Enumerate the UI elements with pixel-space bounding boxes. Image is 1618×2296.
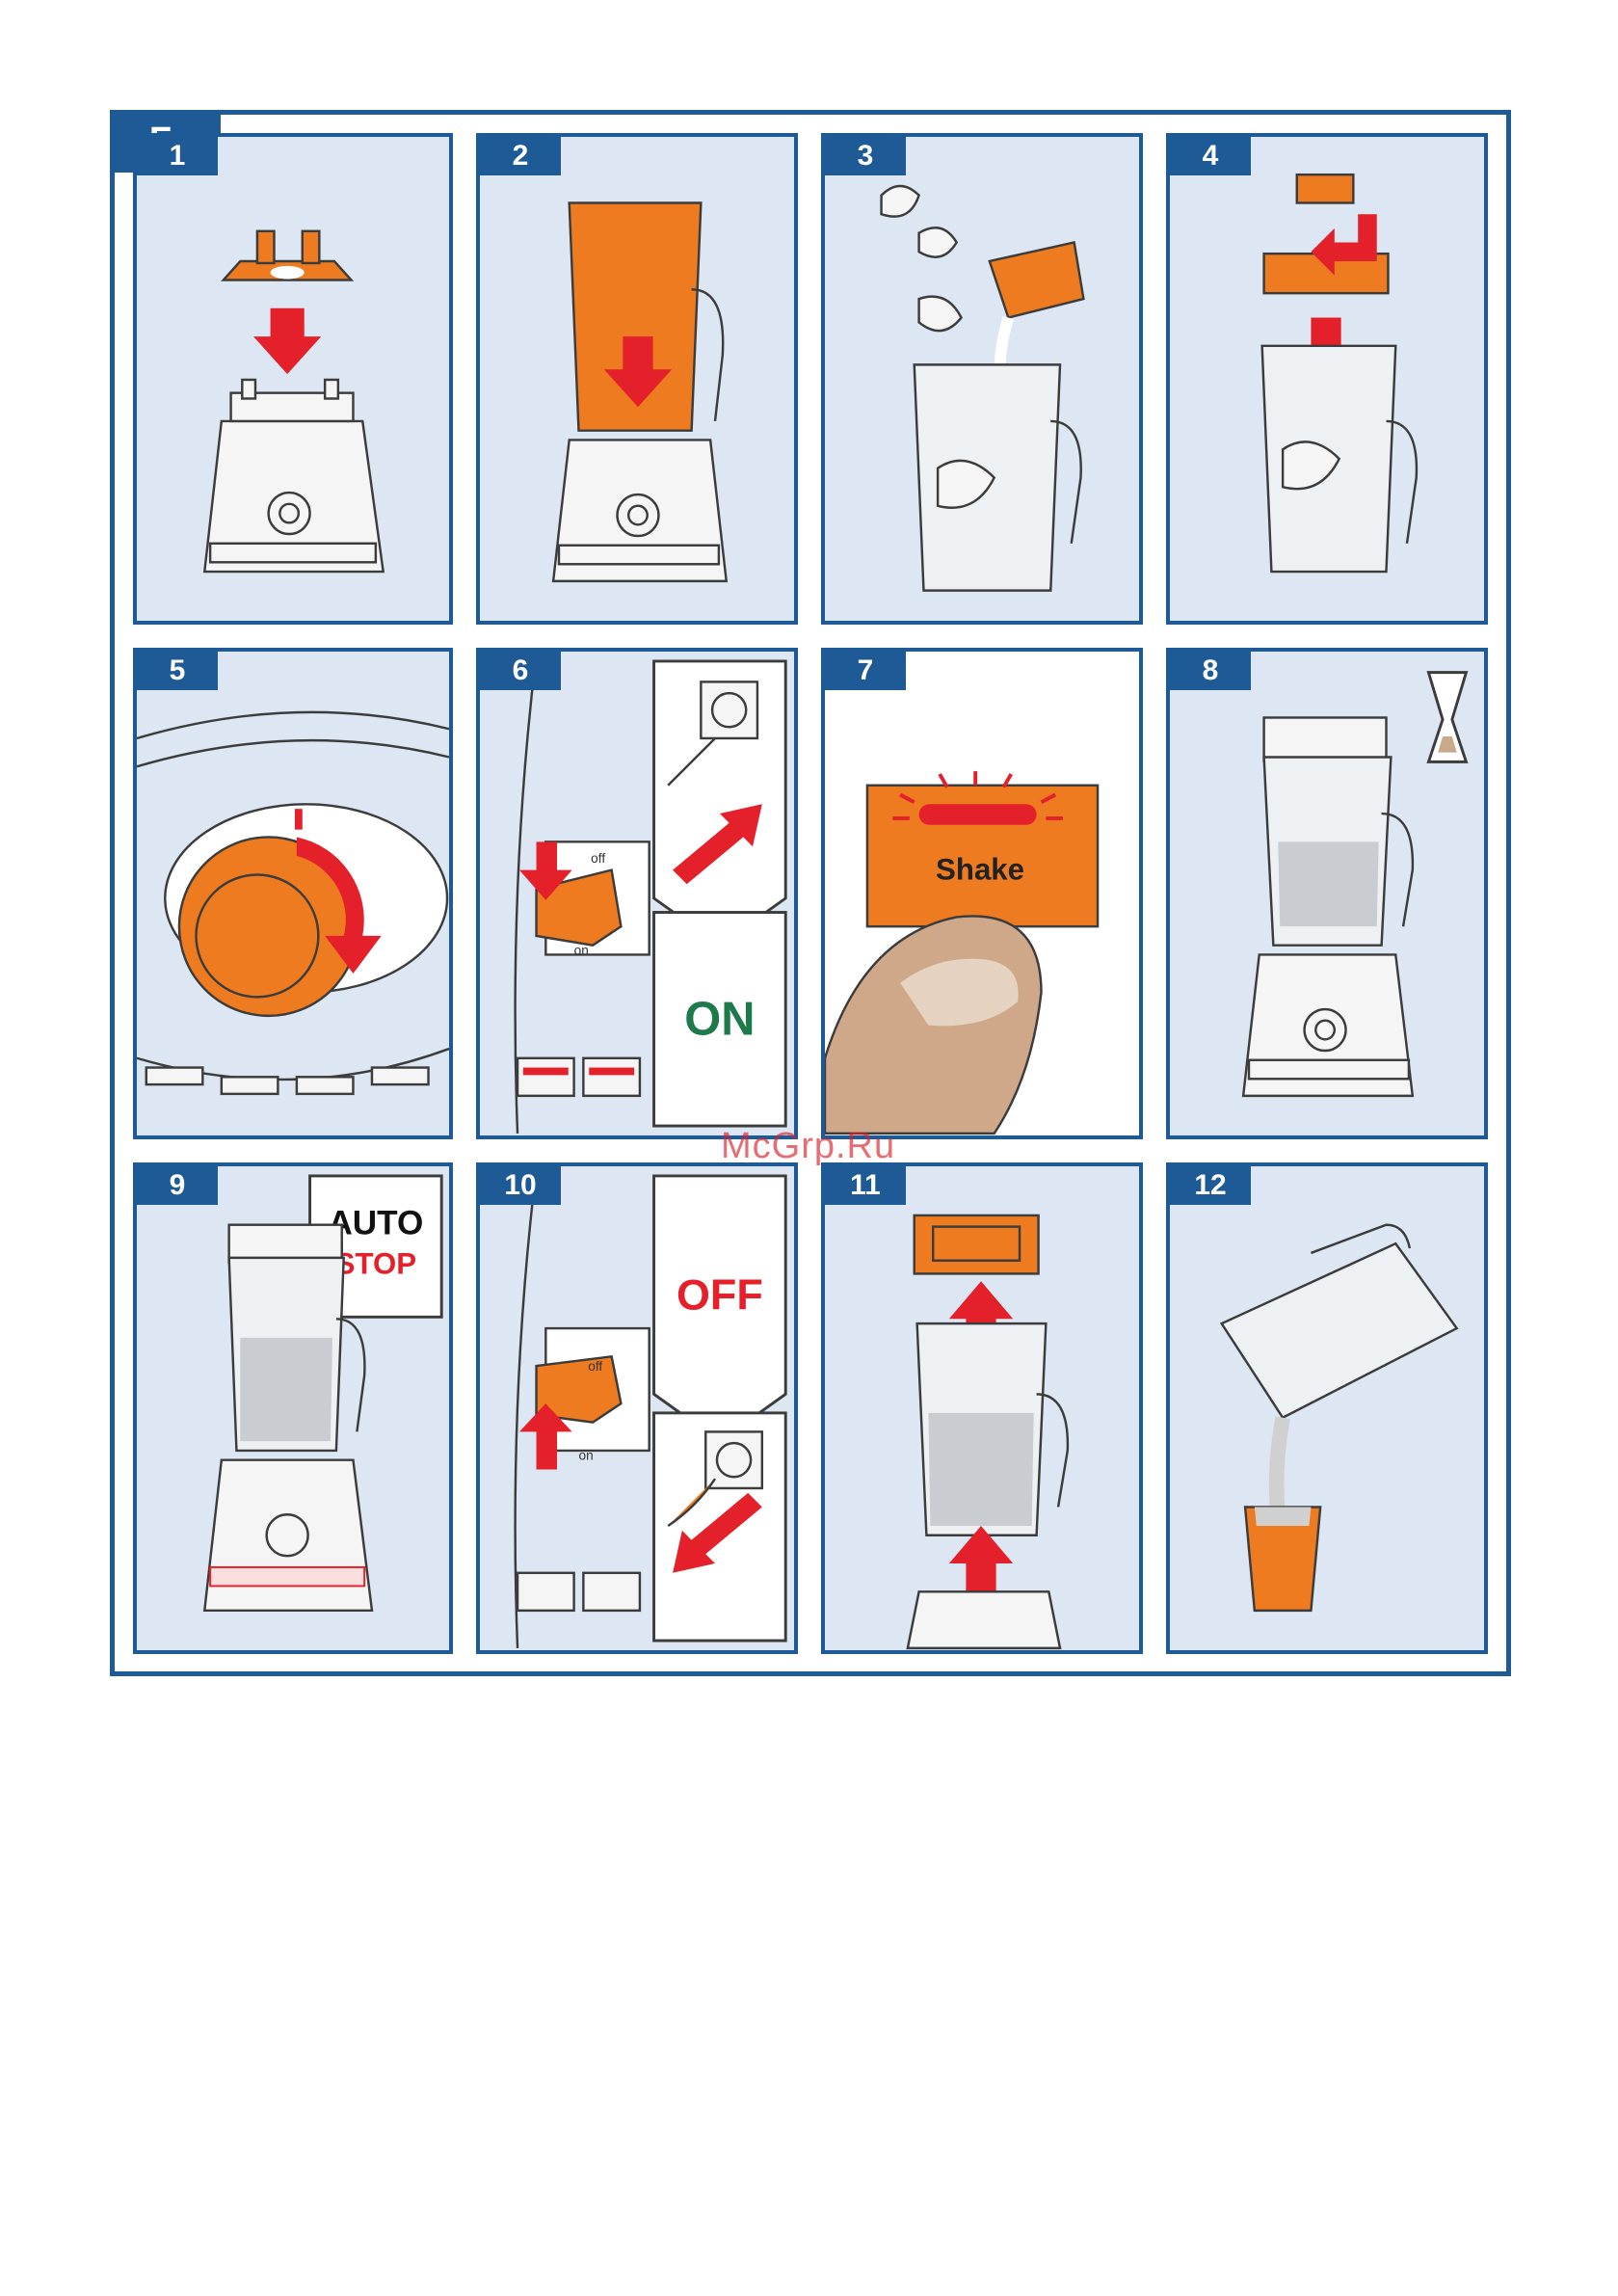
step-panel-7: 7 Shake: [821, 648, 1143, 1139]
step-panel-2: 2: [476, 133, 798, 625]
step-panel-11: 11: [821, 1162, 1143, 1654]
step-panel-12: 12: [1166, 1162, 1488, 1654]
step-number: 2: [480, 137, 561, 175]
step-panel-4: 4: [1166, 133, 1488, 625]
jar-on-base-illustration: [480, 137, 794, 621]
lid-placement-illustration: [1170, 137, 1484, 621]
step-number: 9: [137, 1166, 218, 1205]
blender-base-illustration: [137, 137, 449, 621]
power-state-on: ON: [684, 993, 755, 1045]
add-ingredients-illustration: [825, 137, 1139, 621]
power-switch-off-illustration: off on OFF: [480, 1166, 794, 1650]
power-state-off: OFF: [676, 1270, 763, 1320]
step-number: 8: [1170, 652, 1251, 690]
step-number: 6: [480, 652, 561, 690]
switch-on-label: on: [578, 1449, 593, 1463]
switch-on-label: on: [574, 943, 589, 957]
step-panel-5: 5: [133, 648, 453, 1139]
step-number: 10: [480, 1166, 561, 1205]
step-panel-6: 6 off on ON: [476, 648, 798, 1139]
rotary-knob-illustration: [137, 652, 449, 1135]
switch-off-label: off: [591, 851, 605, 866]
step-panel-8: 8: [1166, 648, 1488, 1139]
pour-drink-illustration: [1170, 1166, 1484, 1650]
step-panel-3: 3: [821, 133, 1143, 625]
shake-button-label: Shake: [936, 852, 1024, 886]
step-number: 7: [825, 652, 906, 690]
switch-off-label: off: [588, 1359, 602, 1374]
step-panel-10: 10 off on OFF: [476, 1162, 798, 1654]
step-number: 3: [825, 137, 906, 175]
step-number: 1: [137, 137, 218, 175]
step-number: 5: [137, 652, 218, 690]
step-panel-1: 1: [133, 133, 453, 625]
remove-jar-illustration: [825, 1166, 1139, 1650]
power-switch-on-illustration: off on ON: [480, 652, 794, 1135]
auto-stop-illustration: AUTO STOP: [137, 1166, 449, 1650]
step-number: 11: [825, 1166, 906, 1205]
watermark: McGrp.Ru: [721, 1126, 895, 1167]
wait-blending-illustration: [1170, 652, 1484, 1135]
stop-label: STOP: [335, 1246, 416, 1280]
step-number: 4: [1170, 137, 1251, 175]
shake-button-illustration: Shake: [825, 652, 1139, 1135]
step-number: 12: [1170, 1166, 1251, 1205]
step-panel-9: 9 AUTO STOP: [133, 1162, 453, 1654]
